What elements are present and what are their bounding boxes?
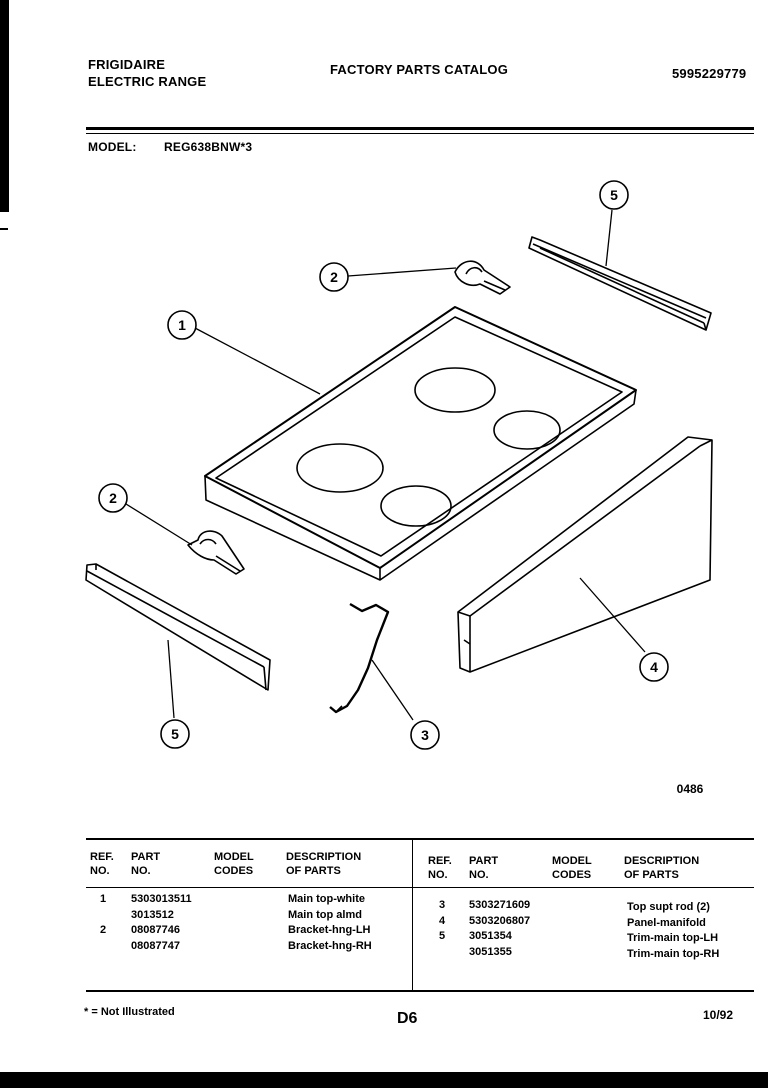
header-rule-thin (86, 133, 754, 134)
table-row-desc: Trim-main top-LH (627, 932, 719, 944)
table-row-ref (439, 945, 445, 961)
callout-label-5b: 5 (171, 726, 179, 742)
header-ref: REF.NO. (428, 855, 452, 881)
callout-label-3: 3 (421, 727, 429, 743)
table-row-part: 5303013511 (131, 893, 192, 905)
part-bracket-lower (187, 530, 245, 575)
table-row-ref: 4 (439, 914, 446, 927)
callout-5a (599, 180, 629, 210)
table-row-desc: Panel-manifold (627, 916, 706, 929)
catalog-title: FACTORY PARTS CATALOG (330, 62, 509, 77)
table-row-ref: 1 (100, 893, 107, 905)
callout-2a (319, 262, 349, 292)
callout-circles (98, 180, 669, 750)
callout-label-2a: 2 (330, 269, 338, 285)
diagram-code: 0486 (677, 782, 704, 796)
callout-2b (98, 483, 128, 513)
table-row-desc: Main top almd (288, 908, 362, 921)
exploded-parts-diagram: 1 2 2 3 4 5 5 0486 (85, 180, 713, 796)
header-rule (86, 127, 754, 130)
callout-5b (160, 719, 190, 749)
table-row-part: 3051354 (469, 930, 512, 942)
table-row-part: 5303271609 (469, 899, 531, 911)
table-row-part: 3051355 (469, 945, 512, 958)
callout-3 (410, 720, 440, 750)
table-row-ref (100, 939, 106, 955)
leader-lines (125, 209, 646, 721)
page-number: D6 (397, 1010, 418, 1027)
scan-edge-tick (0, 228, 8, 230)
model-value: REG638BNW*3 (164, 140, 253, 154)
callout-1 (167, 310, 197, 340)
brand-name: FRIGIDAIRE (88, 57, 166, 72)
table-row-desc: Bracket-hng-LH (288, 924, 371, 936)
table-bottom-rule (86, 990, 754, 992)
table-row-desc: Top supt rod (2) (627, 901, 710, 913)
table-row-desc: Trim-main top-RH (627, 947, 720, 960)
product-name: ELECTRIC RANGE (88, 74, 207, 89)
table-row-part: 3013512 (131, 908, 174, 921)
table-row-part: 08087746 (131, 924, 180, 936)
part-trim-upper (528, 236, 712, 331)
table-row-part: 5303206807 (469, 914, 531, 927)
table-row-ref (100, 908, 106, 924)
table-row-desc: Bracket-hng-RH (288, 939, 372, 952)
callout-label-5a: 5 (610, 187, 618, 203)
part-top-support-rod (329, 602, 390, 714)
table-row-ref: 2 (100, 924, 107, 936)
callout-label-4: 4 (650, 659, 658, 675)
callout-label-1: 1 (178, 317, 186, 333)
footnote: * = Not Illustrated (84, 1006, 175, 1018)
table-row-part: 08087747 (131, 939, 180, 952)
revision-date: 10/92 (703, 1008, 734, 1022)
part-bracket-upper (454, 260, 511, 295)
catalog-number: 5995229779 (672, 66, 747, 81)
part-trim-lower (85, 563, 271, 691)
scan-edge-bar (0, 0, 9, 212)
part-main-top (204, 306, 637, 581)
scan-bottom-bar (0, 1072, 768, 1088)
table-header-rule (86, 887, 754, 888)
table-row-ref: 3 (439, 899, 446, 911)
callout-label-2b: 2 (109, 490, 117, 506)
table-row-desc: Main top-white (288, 893, 365, 905)
model-label: MODEL: (88, 140, 137, 154)
table-row-ref: 5 (439, 930, 446, 942)
callout-4 (639, 652, 669, 682)
part-panel-manifold (457, 436, 713, 673)
table-divider (412, 840, 413, 990)
table-top-rule (86, 838, 754, 840)
header-ref: REF.NO. (90, 851, 114, 877)
